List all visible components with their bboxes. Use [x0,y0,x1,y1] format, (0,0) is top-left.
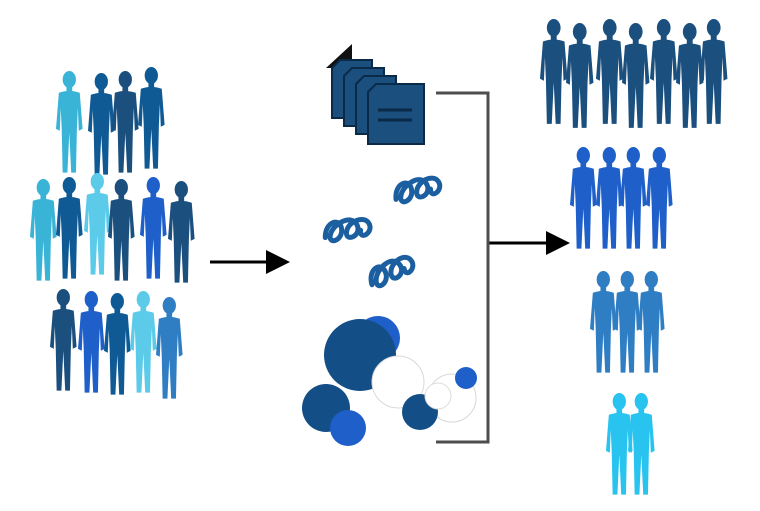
subgroup-light-blue [606,392,655,495]
person-silhouette-icon [50,288,77,391]
person-silhouette-icon [168,180,195,283]
subgroup-royal-blue [570,146,673,249]
person-silhouette-icon [620,146,647,249]
right-arrow-icon [210,250,290,274]
person-silhouette-icon [596,146,623,249]
person-silhouette-icon [138,66,165,169]
person-silhouette-icon [78,290,105,393]
document-stack-icon [326,44,425,145]
person-silhouette-icon [566,22,594,128]
person-silhouette-icon [156,296,183,399]
person-silhouette-icon [638,270,665,373]
person-silhouette-icon [112,70,139,173]
right-arrow-icon [488,231,570,255]
person-silhouette-icon [650,18,678,124]
person-silhouette-icon [104,292,131,395]
person-silhouette-icon [622,22,650,128]
person-silhouette-icon [700,18,728,124]
person-silhouette-icon [30,178,57,281]
person-silhouette-icon [56,70,83,173]
cell-circles-icon [302,316,477,446]
subgroup-mid-blue [590,270,665,373]
person-silhouette-icon [646,146,673,249]
person-silhouette-icon [590,270,617,373]
person-silhouette-icon [676,22,704,128]
person-silhouette-icon [614,270,641,373]
grouping-bracket [436,91,490,444]
person-silhouette-icon [140,176,167,279]
person-silhouette-icon [56,176,83,279]
person-silhouette-icon [596,18,624,124]
person-silhouette-icon [628,392,655,495]
person-silhouette-icon [570,146,597,249]
person-silhouette-icon [88,72,115,175]
person-silhouette-icon [84,172,111,275]
person-silhouette-icon [108,178,135,281]
dna-molecule-icon [322,172,442,292]
subgroup-navy [540,18,728,128]
person-silhouette-icon [540,18,568,124]
person-silhouette-icon [130,290,157,393]
input-crowd [30,66,195,399]
